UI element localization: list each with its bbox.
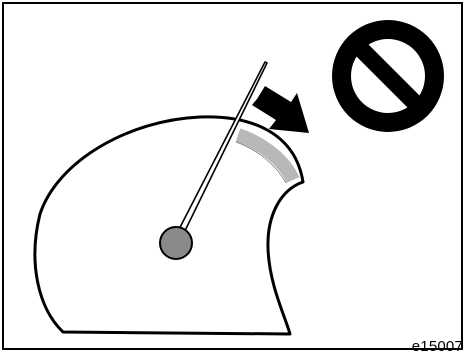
- no-entry-icon: [332, 20, 444, 132]
- figure-code-label: e15007: [412, 339, 463, 354]
- needle-hub: [160, 227, 192, 259]
